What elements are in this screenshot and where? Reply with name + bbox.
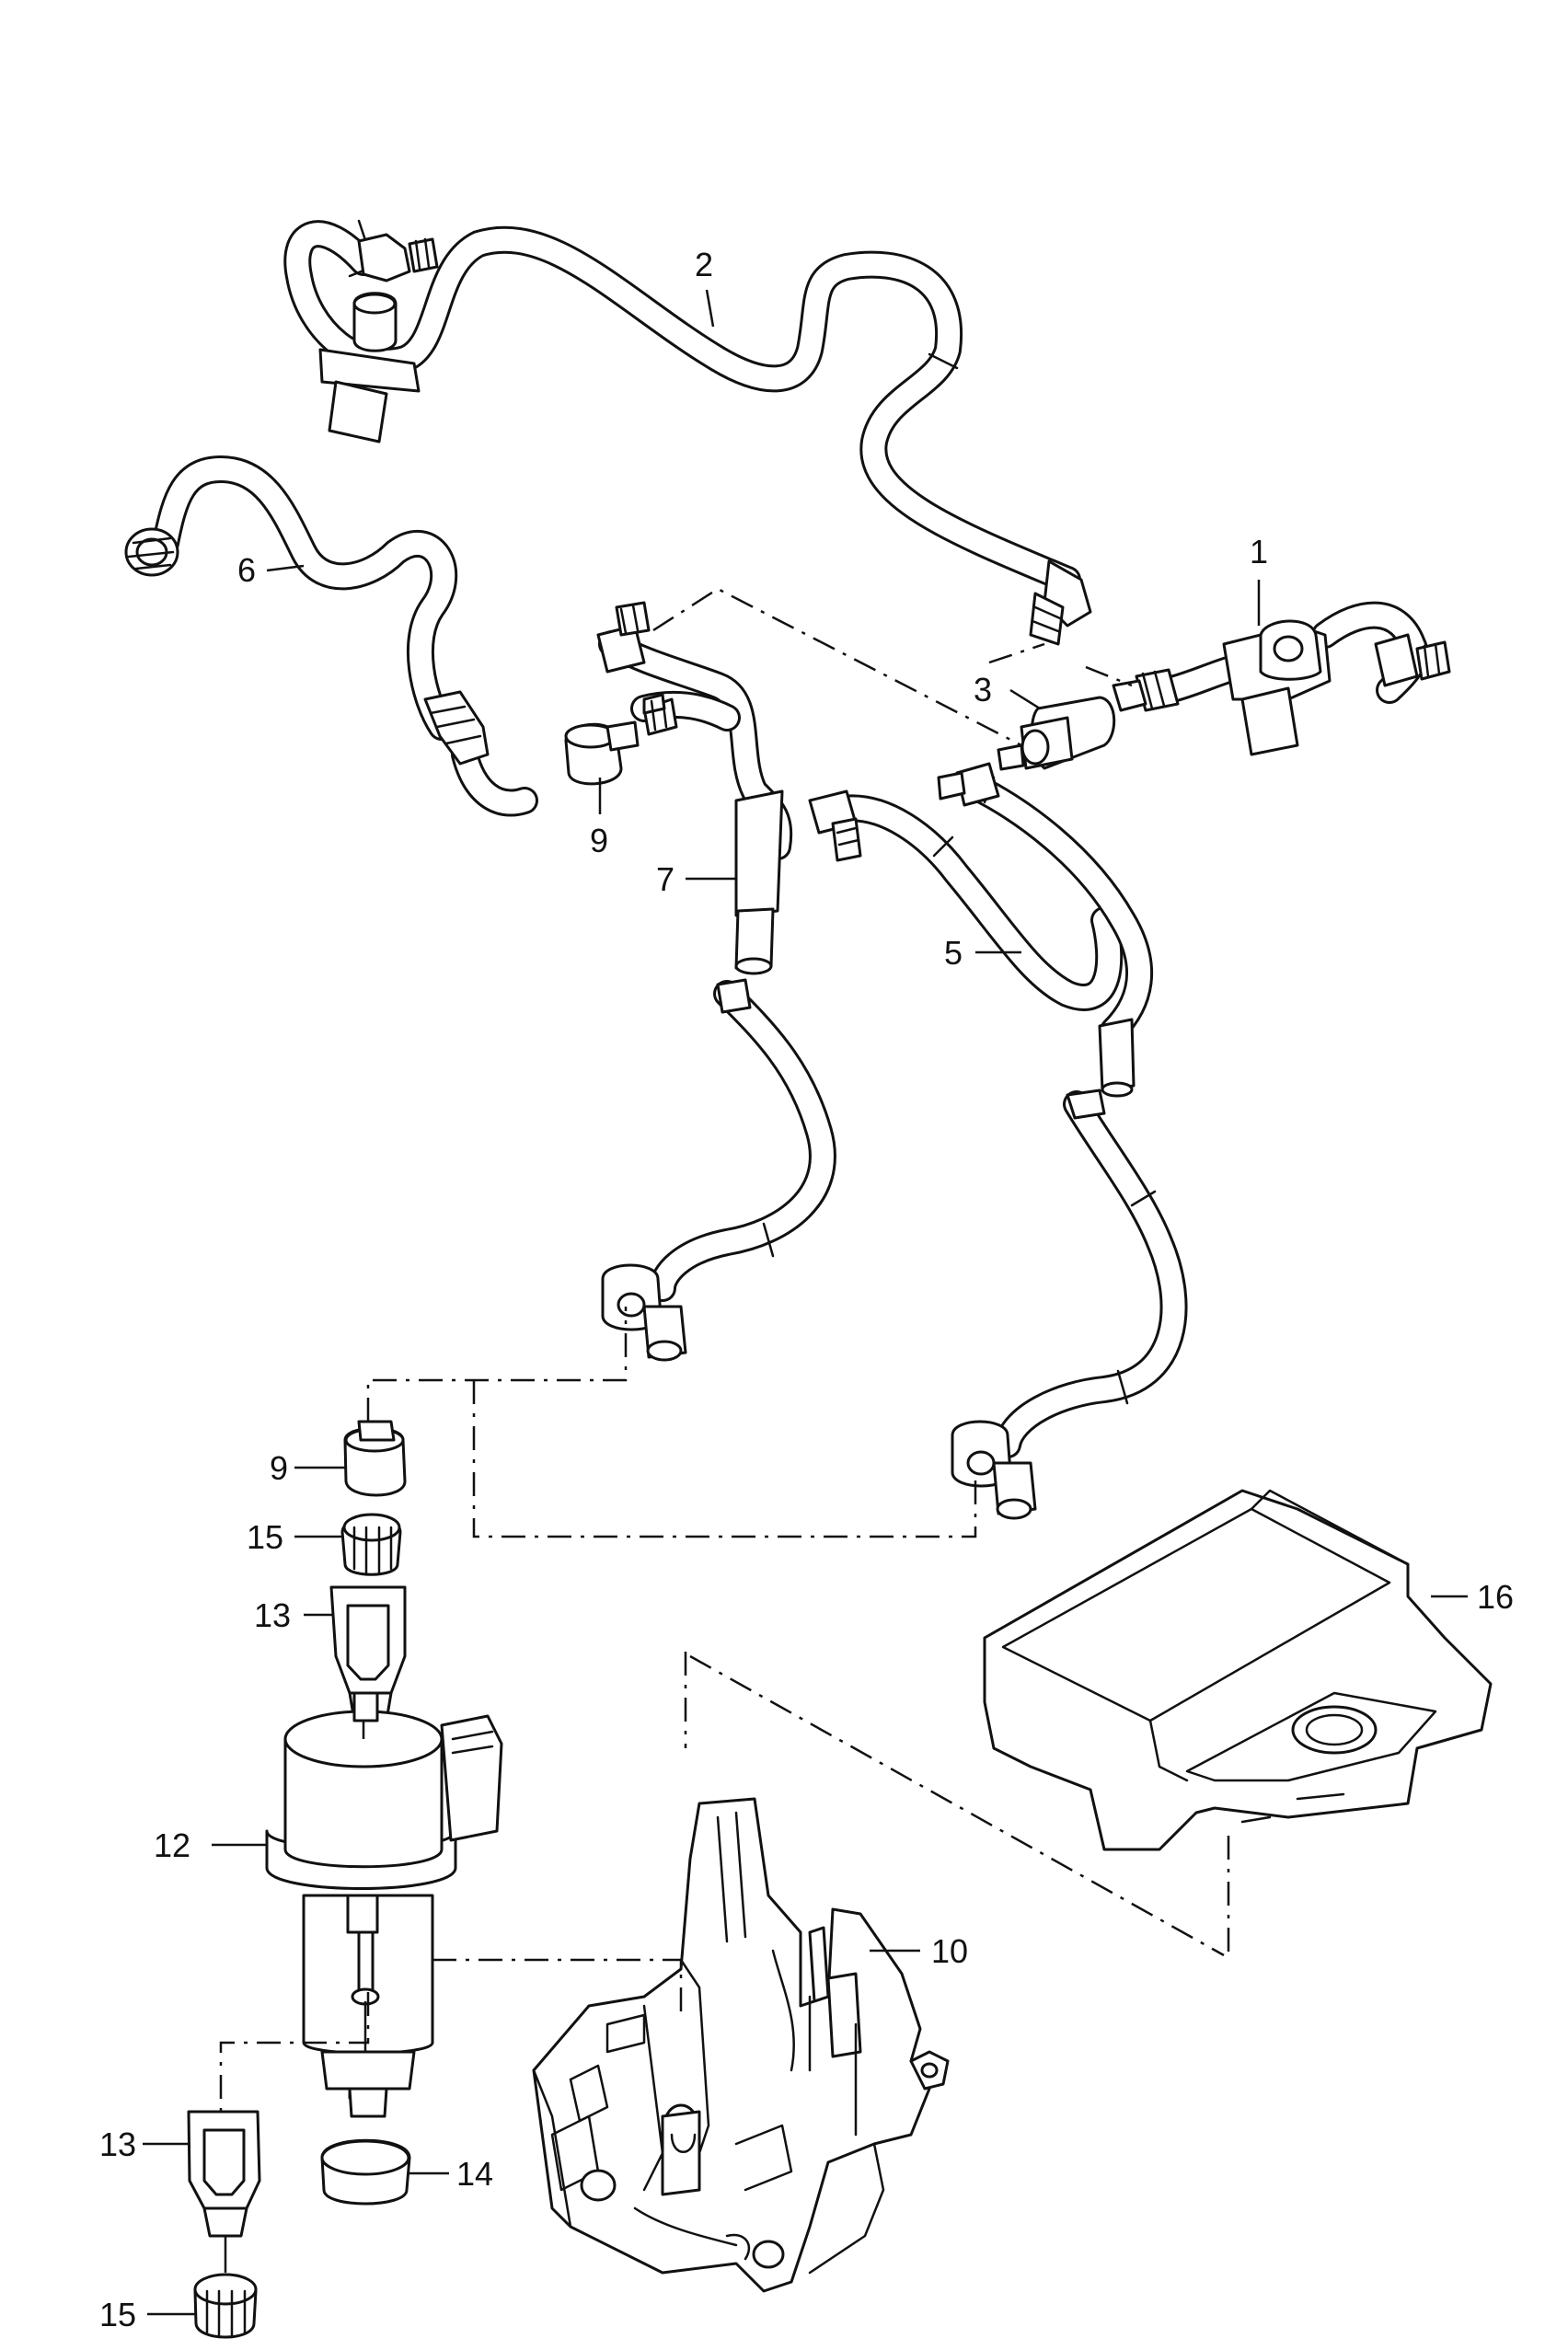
clamp-part-9-upper: [564, 720, 640, 786]
callout-15-upper: 15: [247, 1518, 283, 1556]
cap-part-15-upper: [340, 1513, 402, 1576]
callout-13-lower: 13: [99, 2125, 136, 2163]
connector-part-13-lower: [187, 2110, 261, 2238]
cap-part-15-lower: [193, 2273, 258, 2339]
hose-part-7: [596, 601, 836, 1362]
callout-14: 14: [456, 2155, 493, 2193]
callout-15-lower: 15: [99, 2296, 136, 2333]
bracket-part-10: [532, 1797, 950, 2293]
callout-2: 2: [695, 246, 713, 283]
callout-12: 12: [154, 1826, 190, 1864]
grommet-part-14: [320, 2138, 411, 2206]
callout-10: 10: [931, 1932, 968, 1970]
callout-3: 3: [974, 671, 992, 708]
valve-part-1: [1112, 601, 1451, 756]
cover-part-16: [983, 1489, 1493, 1851]
part-links: [224, 1721, 367, 2273]
check-valve-part-3: [997, 696, 1116, 771]
callout-7: 7: [656, 860, 674, 898]
leader-lines: [143, 289, 1468, 2316]
hose-part-2: [283, 219, 1092, 646]
callout-9-lower: 9: [270, 1449, 288, 1487]
hose-part-6: [124, 455, 538, 817]
hose-part-5: [808, 762, 1188, 1520]
callout-6: 6: [237, 551, 256, 589]
callout-1: 1: [1250, 533, 1268, 570]
callout-labels: 1 2 3 5 6 7 9 9 15 13 12 13 15 14 10 16: [99, 246, 1514, 2333]
clamp-part-9-lower: [343, 1420, 407, 1497]
callout-5: 5: [944, 934, 963, 972]
callout-13-upper: 13: [254, 1596, 291, 1634]
assembly-lines: [219, 587, 1230, 2116]
callout-16: 16: [1477, 1578, 1514, 1616]
pump-part-12: [265, 1691, 503, 2118]
callout-9-upper: 9: [590, 822, 608, 859]
